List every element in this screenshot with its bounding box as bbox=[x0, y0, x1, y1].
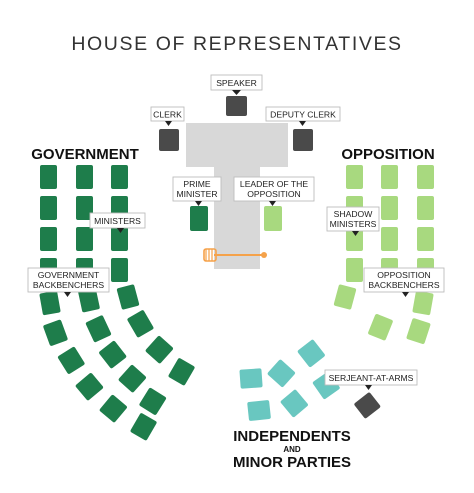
svg-text:CLERK: CLERK bbox=[153, 110, 182, 120]
government-heading: GOVERNMENT bbox=[31, 146, 139, 163]
government-seat bbox=[127, 310, 154, 338]
page-title: HOUSE OF REPRESENTATIVES bbox=[71, 33, 402, 55]
opposition-seat bbox=[417, 196, 434, 220]
crossbench-seat bbox=[247, 400, 271, 421]
deputy-clerk-label: DEPUTY CLERK bbox=[265, 106, 341, 126]
svg-text:PRIME: PRIME bbox=[183, 179, 210, 189]
government-seat bbox=[111, 227, 128, 251]
deputy-clerk-seat bbox=[293, 129, 313, 151]
speaker-label: SPEAKER bbox=[210, 74, 263, 95]
government-seat bbox=[76, 227, 93, 251]
svg-text:MINISTERS: MINISTERS bbox=[94, 216, 141, 226]
opposition-backbenchers-label: OPPOSITION BACKBENCHERS bbox=[363, 267, 445, 297]
svg-text:AND: AND bbox=[283, 445, 301, 454]
government-seat bbox=[76, 165, 93, 189]
speaker-seat bbox=[226, 96, 247, 116]
government-seat bbox=[40, 165, 57, 189]
leader-of-opposition-seat bbox=[264, 206, 282, 231]
opposition-seat bbox=[346, 227, 363, 251]
government-seat bbox=[99, 340, 127, 369]
opposition-seat bbox=[381, 227, 398, 251]
government-seat bbox=[99, 394, 127, 423]
svg-text:OPPOSITION: OPPOSITION bbox=[247, 189, 300, 199]
government-backbenchers-label: GOVERNMENT BACKBENCHERS bbox=[27, 267, 110, 297]
opposition-seat bbox=[417, 227, 434, 251]
opposition-seat bbox=[346, 165, 363, 189]
government-seat bbox=[40, 196, 57, 220]
opposition-seats bbox=[333, 165, 434, 345]
government-seat bbox=[75, 373, 104, 401]
government-seat bbox=[78, 287, 100, 313]
crossbench-seat bbox=[267, 359, 296, 387]
government-seat bbox=[76, 196, 93, 220]
ministers-label: MINISTERS bbox=[89, 212, 146, 233]
svg-text:SPEAKER: SPEAKER bbox=[216, 78, 257, 88]
government-seat bbox=[116, 284, 140, 310]
government-seat bbox=[85, 315, 112, 343]
clerk-seat bbox=[159, 129, 179, 151]
mace-icon bbox=[203, 248, 267, 262]
crossbench-seat bbox=[297, 339, 325, 368]
opposition-seat bbox=[381, 196, 398, 220]
opposition-heading: OPPOSITION bbox=[341, 146, 434, 163]
svg-text:LEADER OF THE: LEADER OF THE bbox=[240, 179, 308, 189]
government-seat bbox=[43, 319, 68, 346]
svg-text:MINOR PARTIES: MINOR PARTIES bbox=[233, 454, 351, 471]
svg-text:DEPUTY CLERK: DEPUTY CLERK bbox=[270, 110, 336, 120]
prime-minister-label: PRIME MINISTER bbox=[172, 176, 222, 206]
crossbench-seat bbox=[239, 368, 263, 389]
svg-text:BACKBENCHERS: BACKBENCHERS bbox=[368, 280, 439, 290]
government-seat bbox=[130, 413, 157, 441]
svg-text:OPPOSITION: OPPOSITION bbox=[377, 270, 430, 280]
government-seat bbox=[40, 227, 57, 251]
opposition-seat bbox=[333, 284, 357, 310]
svg-text:BACKBENCHERS: BACKBENCHERS bbox=[33, 280, 104, 290]
government-seat bbox=[145, 335, 173, 364]
government-seat bbox=[57, 346, 85, 374]
government-seat bbox=[139, 387, 167, 415]
government-seat bbox=[118, 364, 146, 393]
opposition-seat bbox=[381, 165, 398, 189]
opposition-seat bbox=[412, 290, 434, 316]
government-seat bbox=[168, 358, 195, 386]
prime-minister-seat bbox=[190, 206, 208, 231]
leader-of-opposition-label: LEADER OF THE OPPOSITION bbox=[233, 176, 315, 206]
crossbench-heading: INDEPENDENTS AND MINOR PARTIES bbox=[233, 428, 351, 471]
svg-text:SHADOW: SHADOW bbox=[334, 209, 374, 219]
svg-text:MINISTER: MINISTER bbox=[176, 189, 217, 199]
shadow-ministers-label: SHADOW MINISTERS bbox=[326, 206, 380, 236]
crossbench-seat bbox=[280, 389, 308, 418]
government-seat bbox=[111, 258, 128, 282]
government-seat bbox=[111, 165, 128, 189]
svg-text:GOVERNMENT: GOVERNMENT bbox=[38, 270, 100, 280]
opposition-seat bbox=[417, 165, 434, 189]
clerk-label: CLERK bbox=[150, 106, 185, 126]
svg-text:INDEPENDENTS: INDEPENDENTS bbox=[233, 428, 351, 445]
government-seat bbox=[39, 290, 61, 316]
svg-text:MINISTERS: MINISTERS bbox=[330, 219, 377, 229]
serjeant-at-arms-label: SERJEANT-AT-ARMS bbox=[324, 369, 418, 390]
opposition-seat bbox=[406, 318, 431, 345]
opposition-seat bbox=[346, 258, 363, 282]
svg-text:SERJEANT-AT-ARMS: SERJEANT-AT-ARMS bbox=[329, 373, 414, 383]
serjeant-at-arms-seat bbox=[354, 392, 381, 419]
opposition-seat bbox=[368, 314, 393, 341]
government-seats bbox=[39, 165, 195, 441]
